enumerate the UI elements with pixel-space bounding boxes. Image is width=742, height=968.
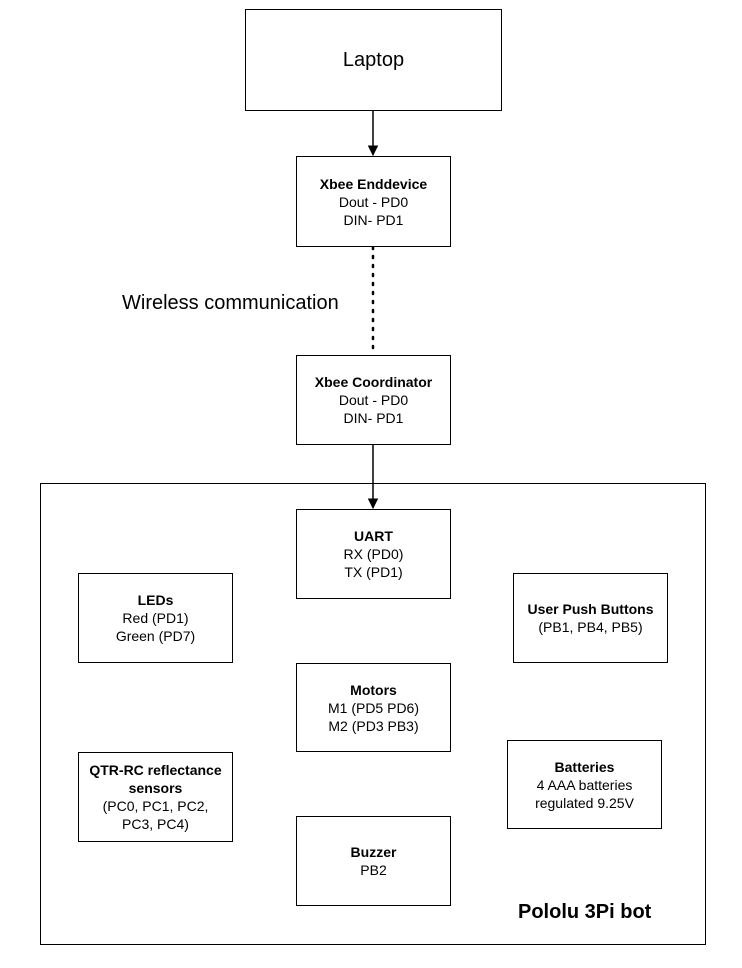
user-push-buttons-box: User Push Buttons (PB1, PB4, PB5) <box>513 573 668 663</box>
xbee-enddevice-din: DIN- PD1 <box>343 211 404 228</box>
batteries-box: Batteries 4 AAA batteries regulated 9.25… <box>507 740 662 829</box>
motors-m2: M2 (PD3 PB3) <box>328 717 419 734</box>
leds-red: Red (PD1) <box>122 610 189 626</box>
xbee-coordinator-dout: Dout - PD0 <box>338 392 409 408</box>
xbee-enddevice-box: Xbee Enddevice Dout - PD0 DIN- PD1 <box>296 156 451 247</box>
reflectance-sensors-title-line2: sensors <box>128 780 183 796</box>
xbee-coordinator-box: Xbee Coordinator Dout - PD0 DIN- PD1 <box>296 355 451 445</box>
uart-title: UART <box>354 528 393 544</box>
uart-box: UART RX (PD0) TX (PD1) <box>296 509 451 599</box>
reflectance-sensors-pins-line1: (PC0, PC1, PC2, <box>102 798 209 814</box>
buzzer-pin: PB2 <box>360 862 387 878</box>
uart-rx: RX (PD0) <box>343 546 404 562</box>
motors-m1: M1 (PD5 PD6) <box>327 699 420 716</box>
batteries-title: Batteries <box>554 758 615 775</box>
xbee-coordinator-title: Xbee Coordinator <box>314 374 433 390</box>
xbee-enddevice-dout: Dout - PD0 <box>338 193 409 210</box>
pololu-bot-frame <box>40 483 706 945</box>
buzzer-title: Buzzer <box>350 844 397 860</box>
user-push-buttons-pins: (PB1, PB4, PB5) <box>538 619 643 635</box>
batteries-voltage: regulated 9.25V <box>535 794 634 811</box>
leds-box: LEDs Red (PD1) Green (PD7) <box>78 573 233 663</box>
reflectance-sensors-box: QTR-RC reflectance sensors (PC0, PC1, PC… <box>78 752 233 842</box>
reflectance-sensors-pins-line2: PC3, PC4) <box>122 816 189 832</box>
xbee-enddevice-title: Xbee Enddevice <box>319 175 428 192</box>
wireless-communication-label: Wireless communication <box>122 292 339 314</box>
reflectance-sensors-title-line1: QTR-RC reflectance <box>89 762 222 778</box>
laptop-box: Laptop <box>245 9 502 111</box>
user-push-buttons-title: User Push Buttons <box>527 601 654 617</box>
laptop-label: Laptop <box>342 49 405 71</box>
pololu-bot-label: Pololu 3Pi bot <box>518 901 652 923</box>
uart-tx: TX (PD1) <box>344 564 403 580</box>
motors-box: Motors M1 (PD5 PD6) M2 (PD3 PB3) <box>296 663 451 752</box>
batteries-count: 4 AAA batteries <box>536 776 633 793</box>
buzzer-box: Buzzer PB2 <box>296 816 451 906</box>
xbee-coordinator-din: DIN- PD1 <box>343 410 404 426</box>
leds-green: Green (PD7) <box>115 628 196 644</box>
leds-title: LEDs <box>137 592 174 608</box>
motors-title: Motors <box>350 681 397 698</box>
